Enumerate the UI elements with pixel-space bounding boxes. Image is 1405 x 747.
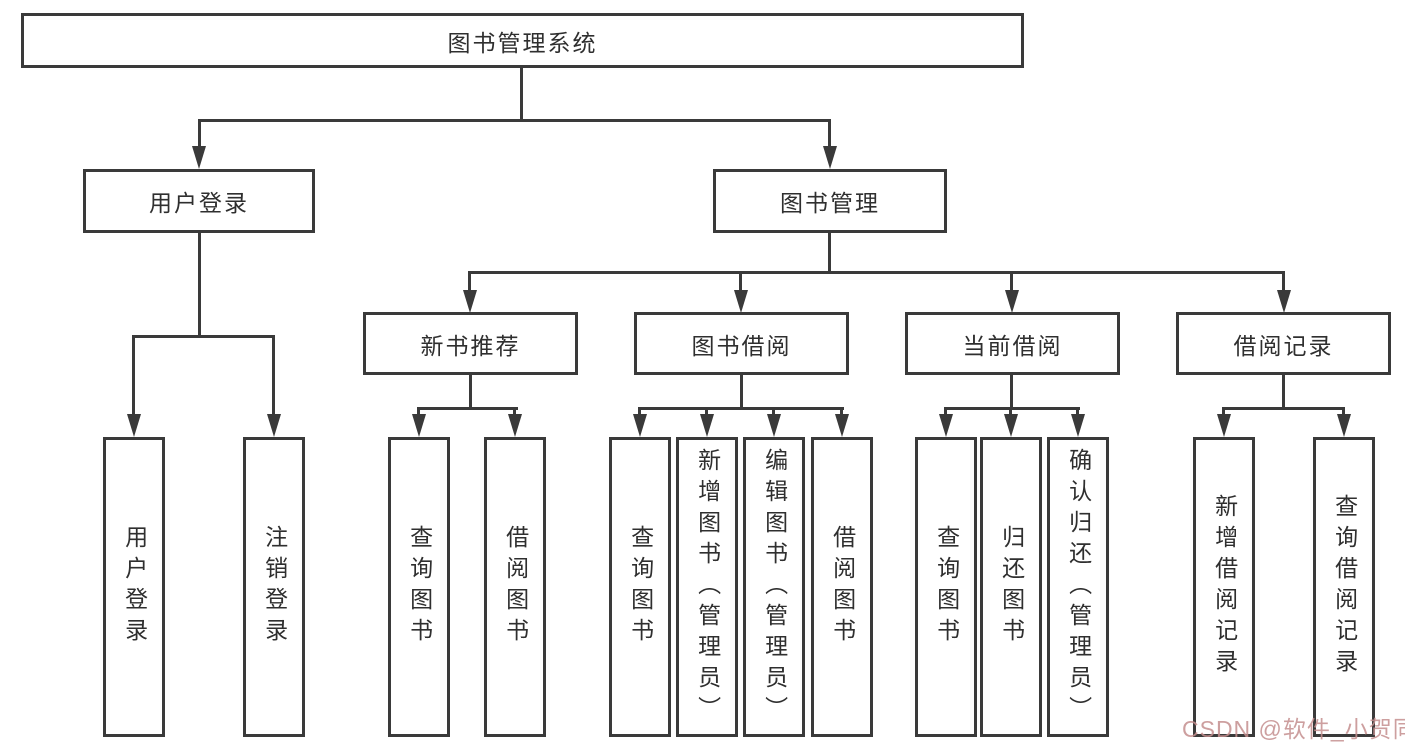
node-book-management: 图书管理 xyxy=(713,169,947,233)
connector-line xyxy=(513,407,516,417)
arrow-down-icon xyxy=(1277,290,1291,313)
leaf-query-borrow-record: 查询借阅记录 xyxy=(1313,437,1375,737)
arrow-down-icon xyxy=(127,414,141,437)
connector-line xyxy=(469,375,472,410)
connector-line xyxy=(1076,407,1079,417)
arrow-down-icon xyxy=(1217,414,1231,437)
connector-line xyxy=(198,119,831,122)
arrow-down-icon xyxy=(700,414,714,437)
leaf-add-borrow-record: 新增借阅记录 xyxy=(1193,437,1255,737)
connector-line xyxy=(272,335,275,417)
node-current-borrowing: 当前借阅 xyxy=(905,312,1120,375)
leaf-query-books-current: 查询图书 xyxy=(915,437,977,737)
arrow-down-icon xyxy=(1337,414,1351,437)
connector-line xyxy=(198,232,201,338)
connector-line xyxy=(468,271,1285,274)
leaf-edit-book-admin: 编辑图书（管理员） xyxy=(743,437,805,737)
arrow-down-icon xyxy=(633,414,647,437)
connector-line xyxy=(638,407,641,417)
leaf-logout: 注销登录 xyxy=(243,437,305,737)
connector-line xyxy=(132,335,135,417)
connector-line xyxy=(1009,407,1012,417)
leaf-query-books-borrow: 查询图书 xyxy=(609,437,671,737)
connector-line xyxy=(468,271,471,293)
connector-line xyxy=(944,407,1080,410)
arrow-down-icon xyxy=(412,414,426,437)
connector-line xyxy=(944,407,947,417)
arrow-down-icon xyxy=(939,414,953,437)
arrow-down-icon xyxy=(734,290,748,313)
connector-line xyxy=(198,119,201,149)
arrow-down-icon xyxy=(1071,414,1085,437)
node-user-login: 用户登录 xyxy=(83,169,315,233)
node-new-book-recommend: 新书推荐 xyxy=(363,312,578,375)
leaf-borrow-books-recommend: 借阅图书 xyxy=(484,437,546,737)
connector-line xyxy=(1222,407,1225,417)
leaf-borrow-books-borrow: 借阅图书 xyxy=(811,437,873,737)
connector-line xyxy=(828,232,831,274)
connector-line xyxy=(638,407,844,410)
connector-line xyxy=(1282,375,1285,410)
leaf-return-books: 归还图书 xyxy=(980,437,1042,737)
connector-line xyxy=(840,407,843,417)
connector-line xyxy=(828,119,831,149)
arrow-down-icon xyxy=(463,290,477,313)
arrow-down-icon xyxy=(835,414,849,437)
connector-line xyxy=(417,407,420,417)
arrow-down-icon xyxy=(1005,290,1019,313)
arrow-down-icon xyxy=(508,414,522,437)
connector-line xyxy=(740,375,743,410)
leaf-add-book-admin: 新增图书（管理员） xyxy=(676,437,738,737)
connector-line xyxy=(132,335,275,338)
connector-line xyxy=(417,407,518,410)
leaf-user-login: 用户登录 xyxy=(103,437,165,737)
node-borrowing-records: 借阅记录 xyxy=(1176,312,1391,375)
arrow-down-icon xyxy=(267,414,281,437)
arrow-down-icon xyxy=(823,146,837,169)
csdn-watermark: CSDN @软件_小贺同学 xyxy=(1182,716,1405,742)
connector-line xyxy=(705,407,708,417)
connector-line xyxy=(1282,271,1285,293)
root-node-library-system: 图书管理系统 xyxy=(21,13,1024,68)
arrow-down-icon xyxy=(1004,414,1018,437)
connector-line xyxy=(1010,271,1013,293)
leaf-confirm-return-admin: 确认归还（管理员） xyxy=(1047,437,1109,737)
node-book-borrowing: 图书借阅 xyxy=(634,312,849,375)
connector-line xyxy=(772,407,775,417)
connector-line xyxy=(520,68,523,122)
arrow-down-icon xyxy=(767,414,781,437)
connector-line xyxy=(1010,375,1013,410)
connector-line xyxy=(1222,407,1345,410)
connector-line xyxy=(1342,407,1345,417)
arrow-down-icon xyxy=(192,146,206,169)
connector-line xyxy=(739,271,742,293)
leaf-query-books-recommend: 查询图书 xyxy=(388,437,450,737)
